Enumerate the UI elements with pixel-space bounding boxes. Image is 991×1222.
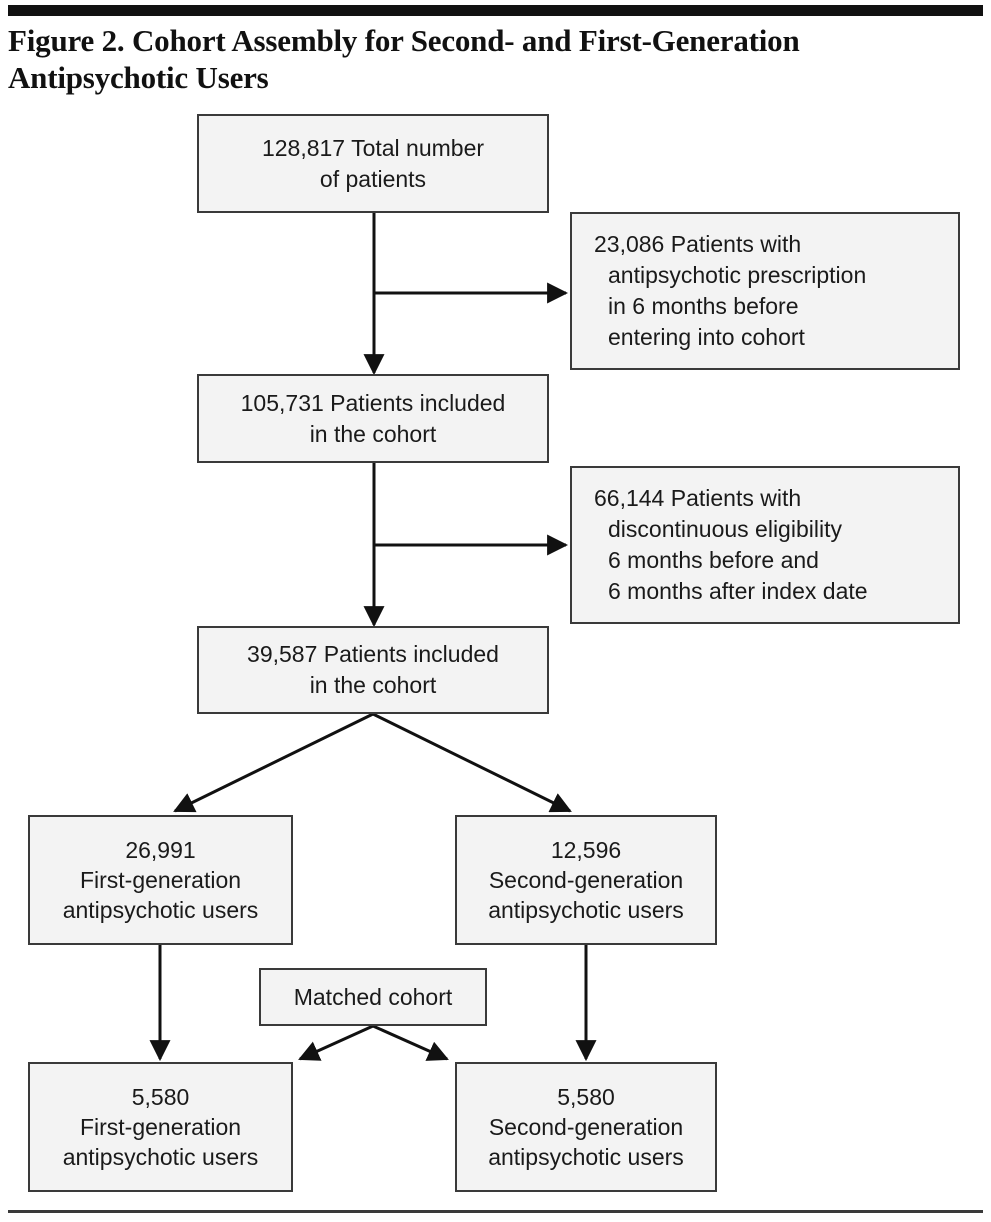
node-excluded-prior-rx-label: 23,086 Patients with antipsychotic presc…	[594, 231, 867, 350]
node-cohort-final-label: 39,587 Patients included in the cohort	[247, 641, 499, 698]
node-sga-users-label: 12,596 Second-generation antipsychotic u…	[488, 837, 684, 923]
node-sga-matched: 5,580 Second-generation antipsychotic us…	[455, 1062, 717, 1192]
node-fga-matched: 5,580 First-generation antipsychotic use…	[28, 1062, 293, 1192]
edge-cohort2-to-fga	[173, 712, 374, 813]
node-fga-matched-label: 5,580 First-generation antipsychotic use…	[62, 1084, 259, 1170]
node-total-patients-label: 128,817 Total number of patients	[261, 134, 485, 192]
node-cohort-final: 39,587 Patients included in the cohort	[197, 626, 549, 714]
figure-title: Figure 2. Cohort Assembly for Second- an…	[8, 23, 800, 95]
edge-cohort2-to-sga	[372, 712, 572, 813]
node-total-patients: 128,817 Total number of patients	[197, 114, 549, 213]
node-sga-matched-label: 5,580 Second-generation antipsychotic us…	[488, 1084, 684, 1170]
node-excluded-eligibility-label: 66,144 Patients with discontinuous eligi…	[594, 485, 868, 604]
bottom-rule	[8, 1210, 983, 1213]
node-fga-users-label: 26,991 First-generation antipsychotic us…	[62, 837, 259, 923]
edge-matched-to-fga-matched	[298, 1024, 374, 1061]
node-cohort-after-rx: 105,731 Patients included in the cohort	[197, 374, 549, 463]
node-fga-users: 26,991 First-generation antipsychotic us…	[28, 815, 293, 945]
node-cohort-after-rx-label: 105,731 Patients included in the cohort	[240, 389, 506, 447]
node-sga-users: 12,596 Second-generation antipsychotic u…	[455, 815, 717, 945]
node-excluded-prior-rx: 23,086 Patients with antipsychotic presc…	[570, 212, 960, 370]
node-matched-cohort-label: Matched cohort	[293, 983, 453, 1010]
top-rule	[8, 5, 983, 16]
node-excluded-eligibility: 66,144 Patients with discontinuous eligi…	[570, 466, 960, 624]
edge-matched-to-sga-matched	[372, 1024, 449, 1061]
node-matched-cohort: Matched cohort	[259, 968, 487, 1026]
